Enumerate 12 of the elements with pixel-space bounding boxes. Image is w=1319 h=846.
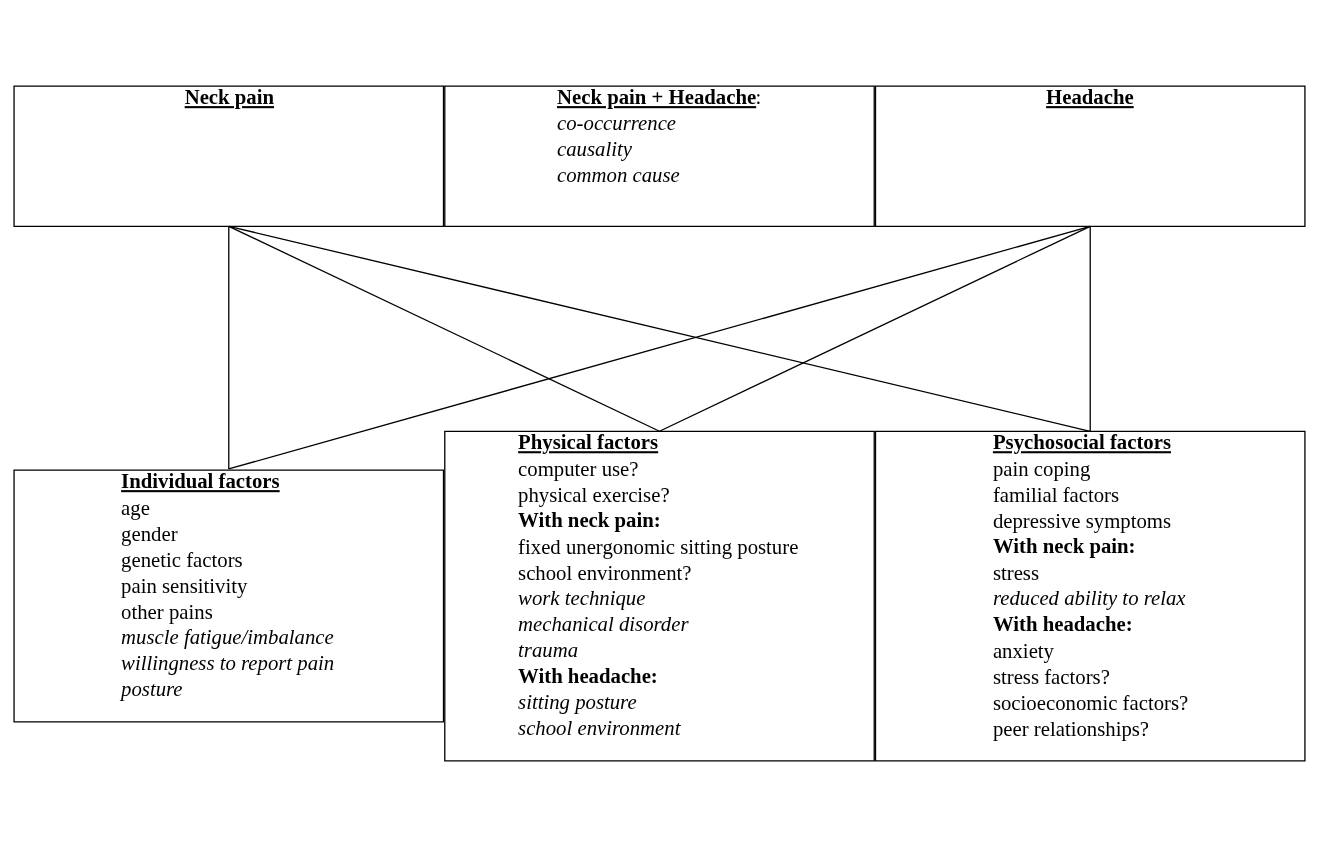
connector xyxy=(658,225,1091,432)
connector xyxy=(228,225,1091,470)
connector xyxy=(228,225,1091,432)
node-box: Psychosocial factors pain coping familial factors depressive symptoms With neck pain: stress reduced ability to relax With headache: anxiety stress factors? socioeconomic factors? peer relationships? xyxy=(874,430,1306,761)
node-box: Neck pain + Headache: co-occurrence causality common cause xyxy=(444,85,875,227)
node-box: Neck pain xyxy=(13,85,445,227)
connector xyxy=(1089,225,1091,432)
node-box: Headache xyxy=(874,85,1306,227)
connector xyxy=(228,225,230,470)
connector xyxy=(228,225,661,432)
node-box: Individual factors age gender genetic factors pain sensitivity other pains muscle fatigue/imbalance willingness to report pain posture xyxy=(13,469,445,723)
node-box: Physical factors computer use? physical exercise? With neck pain: fixed unergonomic sitting posture school environment? work technique mechanical disorder trauma With headache: sitting posture school environment xyxy=(444,430,875,761)
